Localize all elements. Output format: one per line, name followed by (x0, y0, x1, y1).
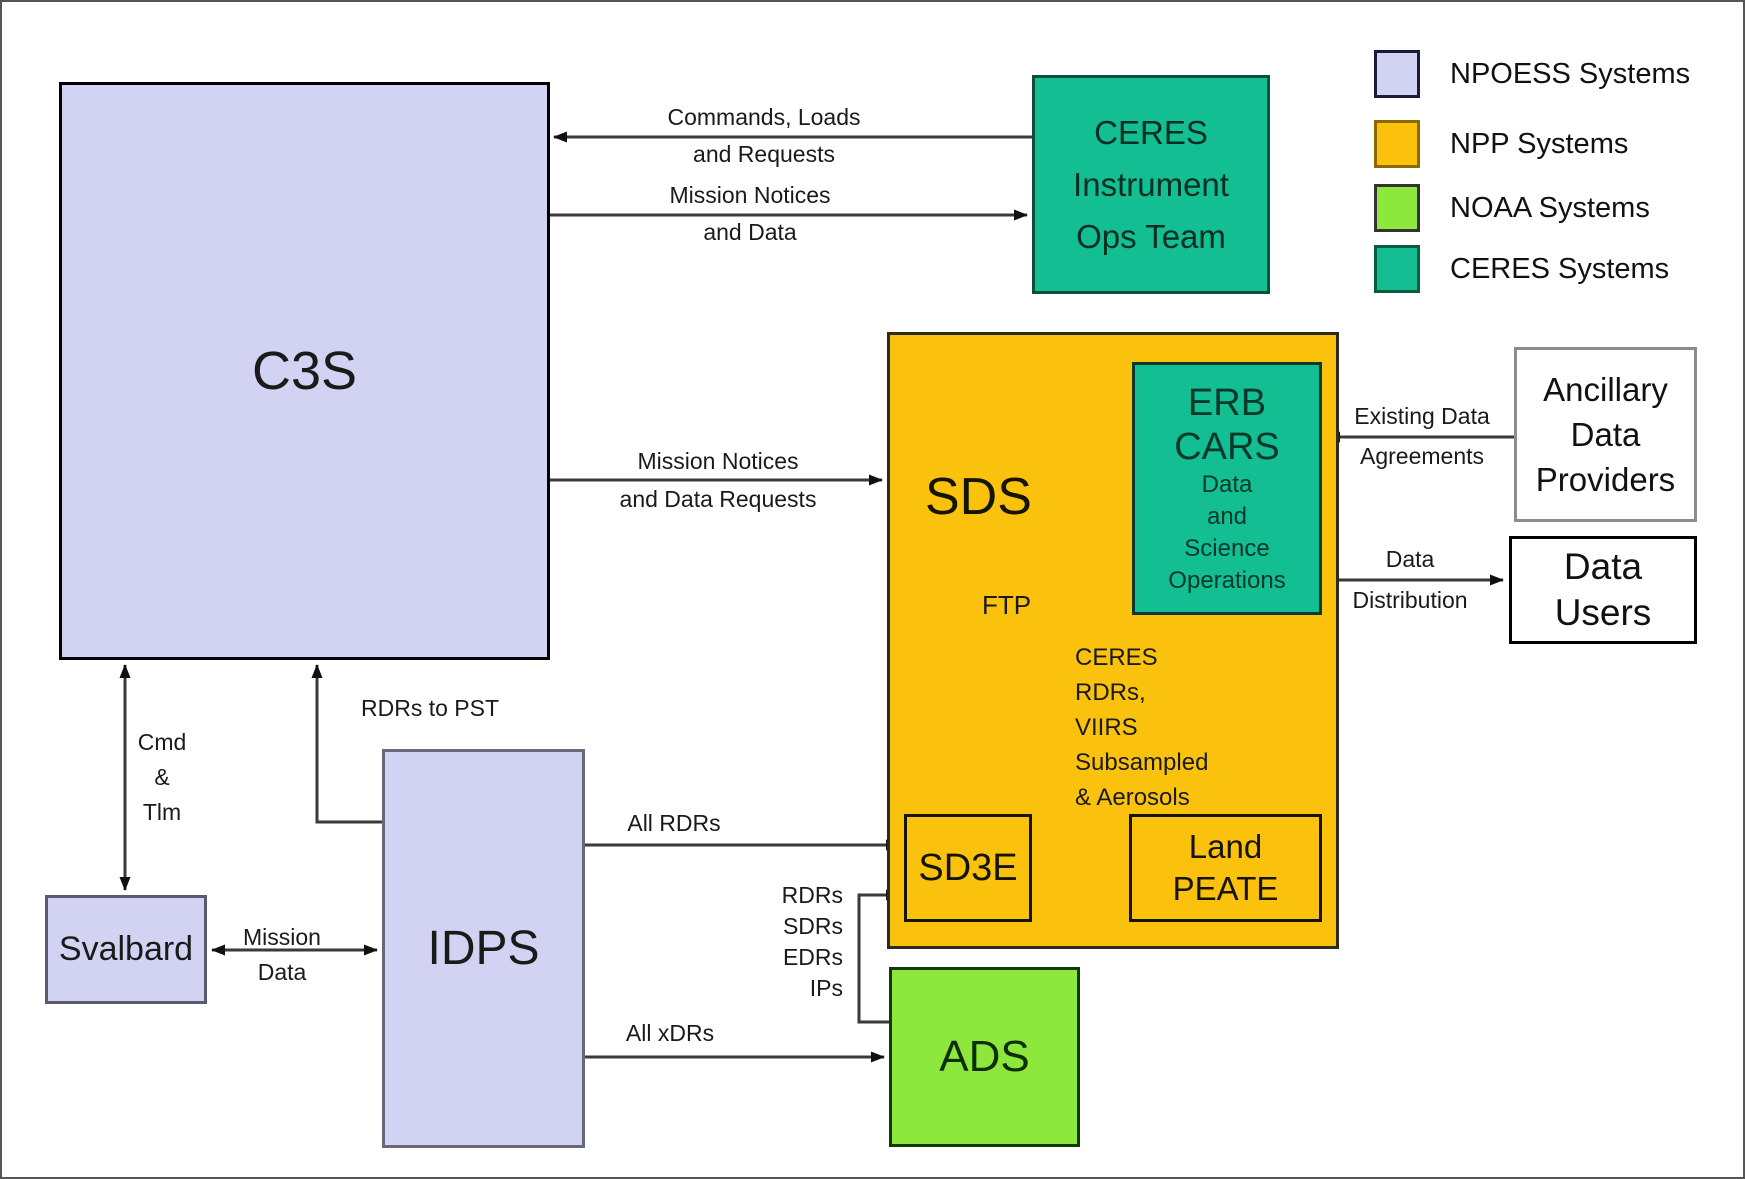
label-tlm: Tlm (142, 799, 182, 825)
legend-swatch-npp (1374, 120, 1420, 168)
sd3e-box: SD3E (904, 814, 1032, 922)
label-commands-loads-2: and Requests (693, 141, 835, 167)
ancillary-line: Providers (1535, 461, 1676, 498)
legend-label-ceres: CERES Systems (1450, 252, 1670, 285)
svalbard-label: Svalbard (58, 930, 194, 968)
ads-box: ADS (889, 967, 1080, 1147)
sds-label: SDS (925, 468, 1032, 526)
arrow-rdrs-to-pst (311, 664, 382, 824)
legend-label-npoess: NPOESS Systems (1450, 57, 1691, 90)
idps-box: IDPS (382, 749, 585, 1148)
idps-label: IDPS (427, 922, 540, 975)
label-mission-data-1: Mission (243, 924, 321, 950)
label-sdrs: SDRs (782, 913, 843, 939)
label-cmd-tlm: Cmd & Tlm (138, 725, 187, 830)
c3s-box: C3S (59, 82, 550, 660)
ceres-instrument-ops-team-box: CERES Instrument Ops Team (1032, 75, 1270, 294)
erb-cars-box: ERB CARS Data and Science Operations (1132, 362, 1322, 615)
label-rdrs: RDRs (781, 882, 843, 908)
land-peate-line: PEATE (1172, 870, 1279, 907)
label-data-distribution-1: Data (1385, 546, 1435, 572)
label-existing-data-2: Agreements (1359, 443, 1485, 469)
label-ceres-products: CERES RDRs, VIIRS Subsampled & Aerosols (1075, 640, 1208, 815)
label-ceres-products-line: RDRs, (1075, 679, 1146, 706)
data-users-line: Data (1563, 546, 1643, 587)
label-amp: & (154, 764, 170, 790)
label-rdrs-to-pst: RDRs to PST (360, 695, 500, 721)
label-mission-notices-1: Mission Notices (669, 182, 831, 208)
ceres-ops-line: Ops Team (1076, 217, 1226, 255)
label-ceres-products-line: Subsampled (1075, 749, 1209, 776)
legend-row-npoess: NPOESS Systems (1374, 50, 1690, 98)
ancillary-data-providers-box: Ancillary Data Providers (1514, 347, 1697, 522)
legend-row-noaa: NOAA Systems (1374, 184, 1650, 232)
erb-cars-subtitle-line: Science (1184, 534, 1270, 562)
ads-label: ADS (939, 1032, 1030, 1081)
label-commands-loads-1: Commands, Loads (667, 104, 861, 130)
ceres-ops-line: Instrument (1073, 165, 1229, 203)
ceres-ops-line: CERES (1094, 113, 1208, 151)
label-cmd: Cmd (137, 729, 187, 755)
legend-row-npp: NPP Systems (1374, 120, 1628, 168)
label-existing-data-1: Existing Data (1354, 403, 1490, 429)
label-mission-data-2: Data (257, 959, 307, 985)
erb-cars-title-line: CARS (1174, 425, 1280, 468)
legend-swatch-ceres (1374, 245, 1420, 293)
label-mission-notices-2: and Data (703, 219, 797, 245)
erb-cars-subtitle-line: Operations (1168, 566, 1286, 594)
land-peate-line: Land (1188, 828, 1263, 865)
sd3e-label: SD3E (918, 846, 1018, 889)
label-ceres-products-line: & Aerosols (1075, 784, 1190, 811)
label-edrs: EDRs (782, 944, 843, 970)
erb-cars-subtitle-line: Data (1201, 470, 1253, 498)
label-all-rdrs: All RDRs (627, 810, 721, 836)
label-data-distribution-2: Distribution (1352, 587, 1468, 613)
legend-label-npp: NPP Systems (1450, 127, 1629, 160)
legend-row-ceres: CERES Systems (1374, 245, 1669, 293)
label-ips: IPs (809, 975, 843, 1001)
label-all-xdrs: All xDRs (625, 1020, 715, 1046)
label-ceres-products-line: CERES (1075, 644, 1158, 671)
data-users-box: Data Users (1509, 536, 1697, 644)
legend-swatch-noaa (1374, 184, 1420, 232)
label-mission-notices-requests-2: and Data Requests (619, 486, 817, 512)
label-ceres-products-line: VIIRS (1075, 714, 1138, 741)
land-peate-box: Land PEATE (1129, 814, 1322, 922)
c3s-label: C3S (251, 341, 358, 401)
label-mission-notices-requests-1: Mission Notices (637, 448, 799, 474)
label-product-list: RDRs SDRs EDRs IPs (782, 880, 843, 1004)
data-users-line: Users (1554, 592, 1652, 633)
erb-cars-title-line: ERB (1187, 381, 1267, 424)
svalbard-box: Svalbard (45, 895, 207, 1004)
ancillary-line: Data (1570, 416, 1641, 453)
erb-cars-subtitle-line: and (1206, 502, 1248, 530)
legend-label-noaa: NOAA Systems (1450, 191, 1650, 224)
ancillary-line: Ancillary (1543, 371, 1668, 408)
legend-swatch-npoess (1374, 50, 1420, 98)
label-ftp: FTP (982, 590, 1032, 620)
